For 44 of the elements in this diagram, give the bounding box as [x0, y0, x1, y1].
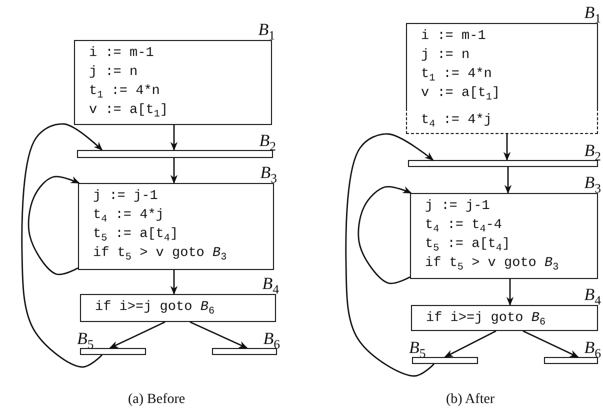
- block-label: B$_{6}$: [584, 338, 601, 358]
- code-line: t$_{4}$ := 4*j: [421, 112, 492, 130]
- code-line: t$_{5}$ := a[t$_{4}$]: [425, 236, 510, 254]
- block-label: B$_{4}$: [262, 274, 279, 294]
- arrow: [190, 321, 248, 349]
- block-label: B$_{4}$: [584, 285, 601, 305]
- block-label: B$_{1}$: [584, 3, 601, 23]
- arrow: [170, 270, 178, 295]
- arrow: [21, 123, 103, 368]
- arrow: [109, 321, 166, 349]
- code-line: i := m-1: [89, 45, 154, 63]
- arrow: [28, 176, 80, 276]
- code-line: j := j-1: [93, 188, 158, 206]
- code-line: t$_{1}$ := 4*n: [421, 66, 492, 84]
- code-line: if i>=j goto B$_{6}$: [426, 310, 546, 328]
- arrow: [503, 134, 511, 161]
- block-label: B$_{1}$: [258, 20, 275, 40]
- arrow: [504, 167, 512, 194]
- figure-caption: (a) Before: [128, 392, 186, 408]
- block-label: B$_{3}$: [260, 163, 277, 183]
- code-line: t$_{4}$ := t$_{4}$-4: [425, 217, 502, 235]
- block-label: B$_{3}$: [584, 173, 601, 193]
- code-line: v := a[t$_{1}$]: [89, 102, 168, 120]
- code-line: i := m-1: [421, 28, 486, 46]
- code-line: j := n: [421, 47, 470, 65]
- arrow: [444, 330, 496, 358]
- arrow: [522, 330, 579, 358]
- block-label: B$_{6}$: [263, 329, 280, 349]
- figure-caption: (b) After: [446, 392, 495, 408]
- arrow: [345, 133, 434, 377]
- code-block: [406, 108, 598, 134]
- arrow: [170, 158, 178, 184]
- code-line: j := n: [89, 64, 138, 82]
- code-line: if t$_{5}$ > v goto B$_{3}$: [425, 255, 559, 273]
- arrow: [170, 125, 178, 151]
- code-line: j := j-1: [425, 198, 490, 216]
- arrow: [506, 279, 514, 306]
- code-line: t$_{5}$ := a[t$_{4}$]: [93, 226, 178, 244]
- arrow: [358, 186, 412, 284]
- code-line: v := a[t$_{1}$]: [421, 85, 500, 103]
- code-line: if t$_{5}$ > v goto B$_{3}$: [93, 245, 227, 263]
- code-line: t$_{1}$ := 4*n: [89, 83, 160, 101]
- code-line: t$_{4}$ := 4*j: [93, 207, 164, 225]
- code-line: if i>=j goto B$_{6}$: [95, 299, 215, 317]
